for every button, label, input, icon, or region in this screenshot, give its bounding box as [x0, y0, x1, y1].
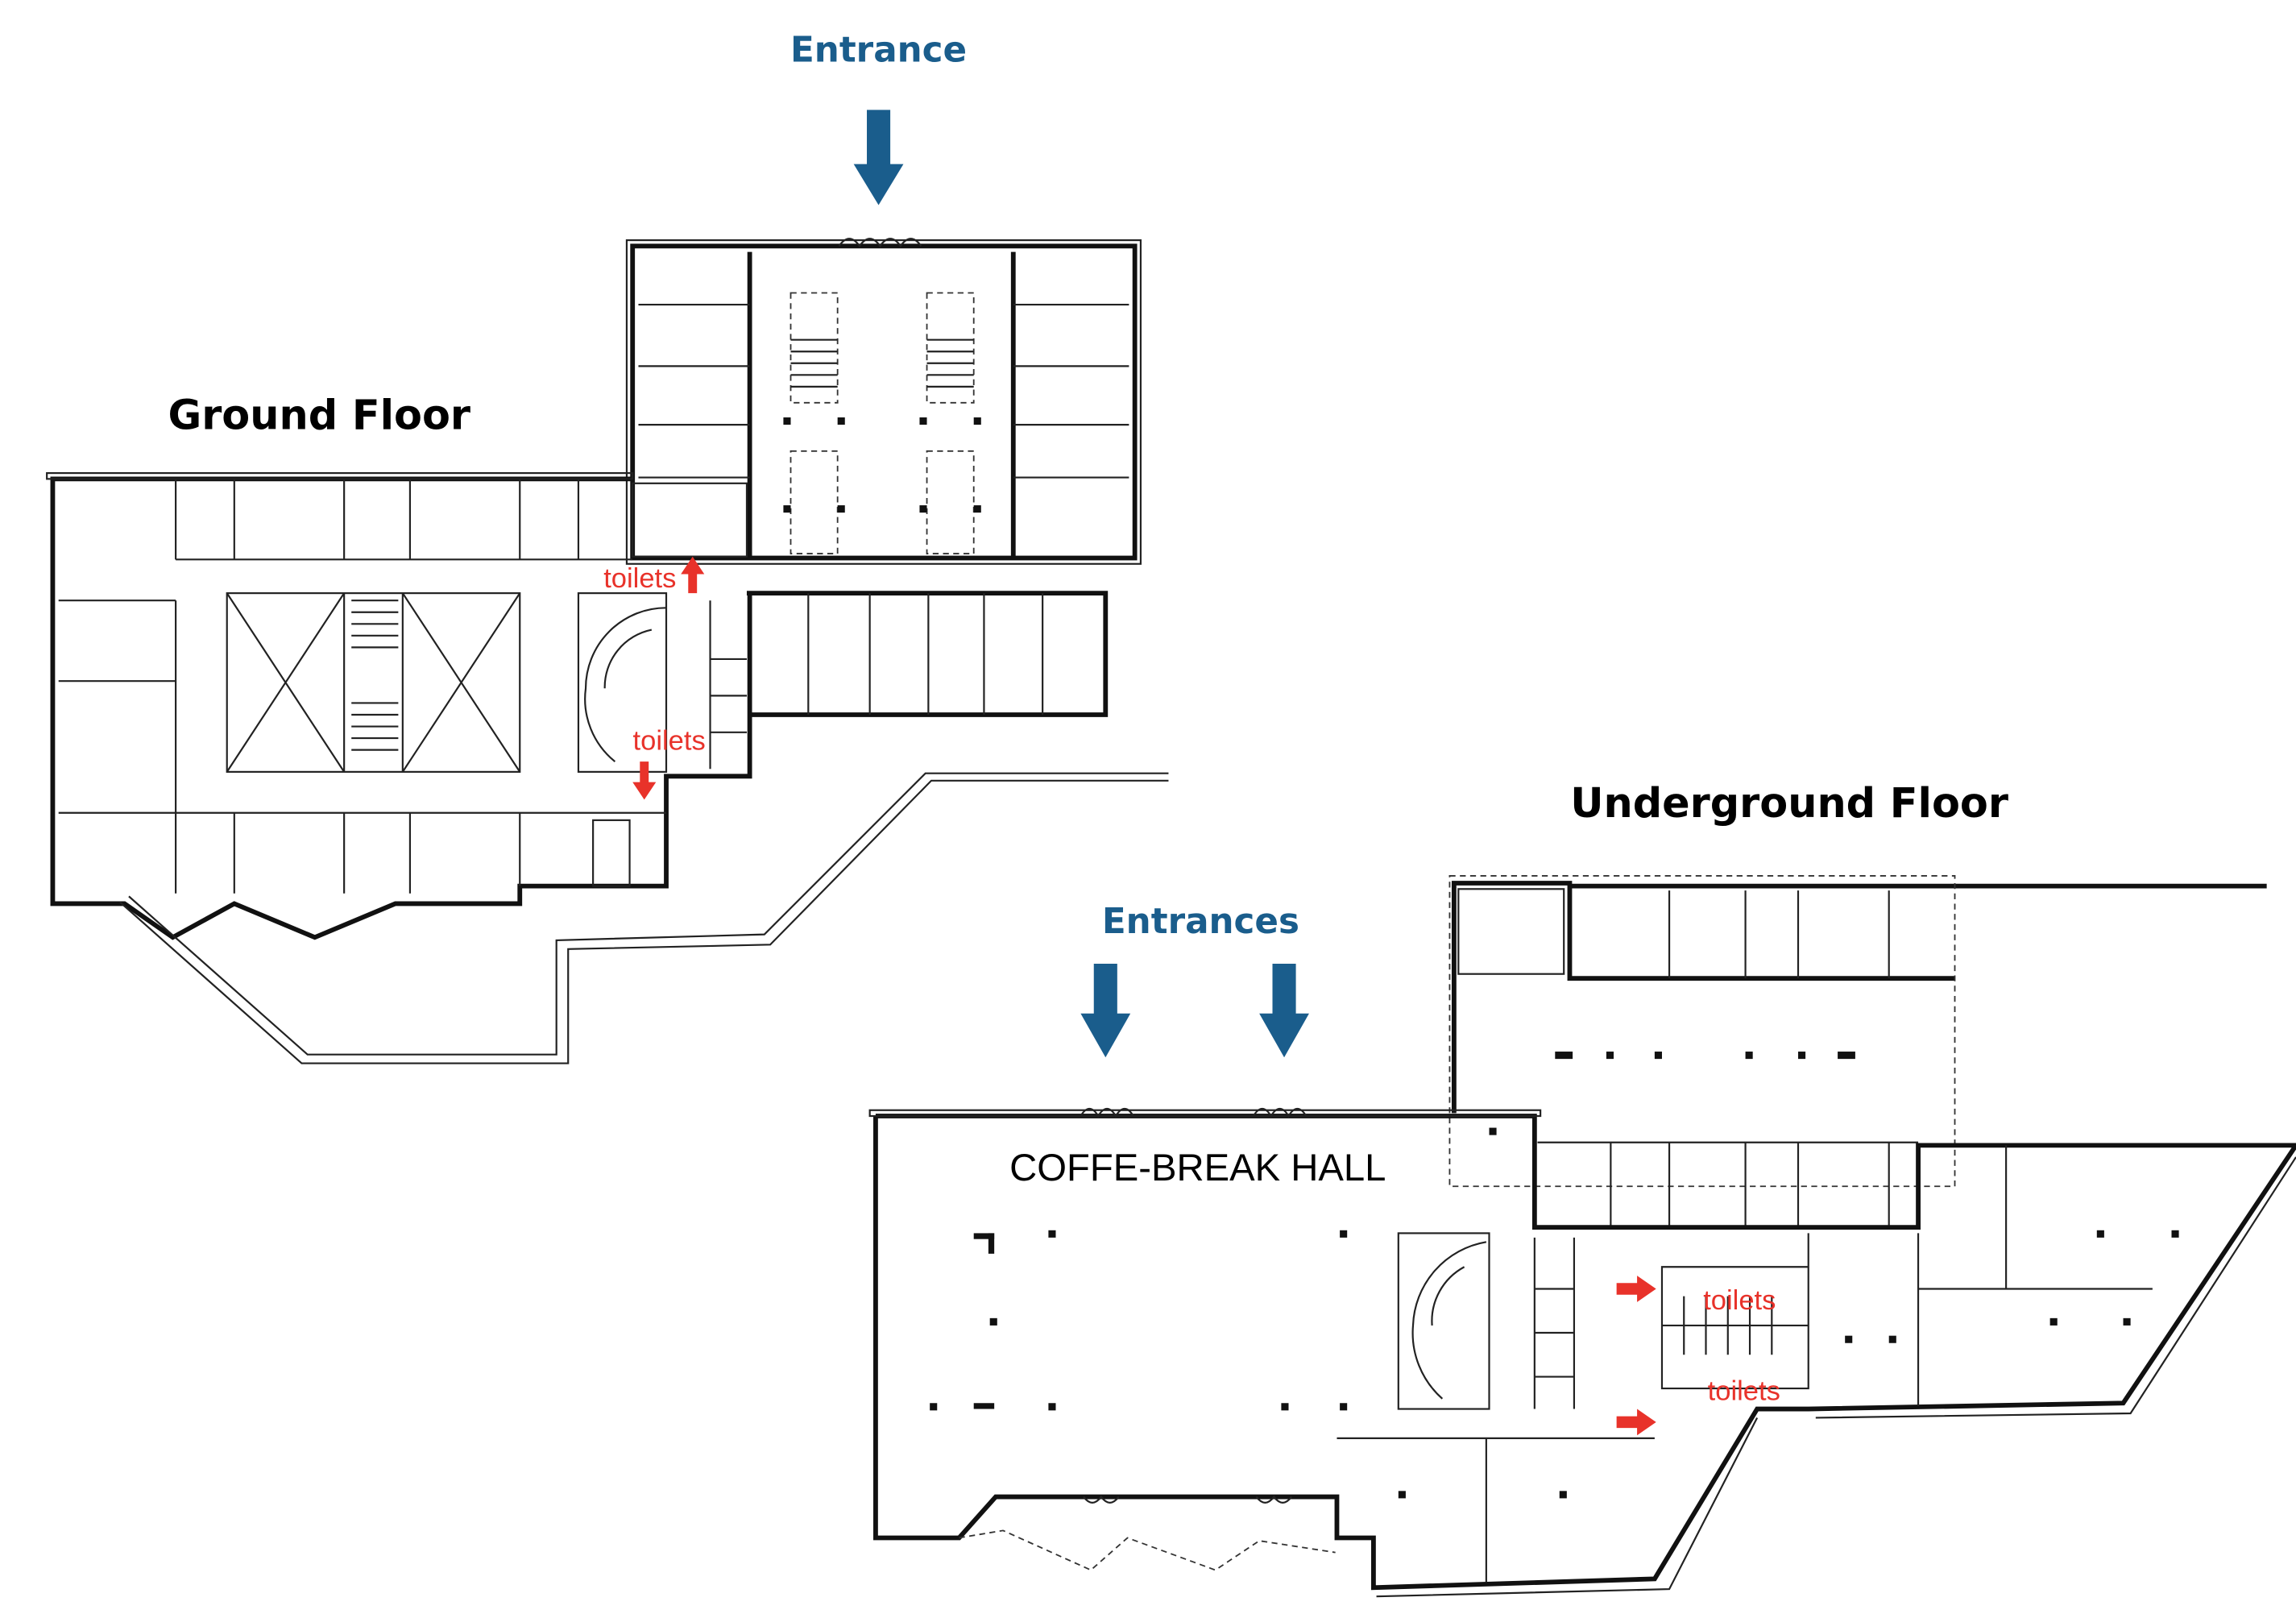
- arrow-down-icon: [853, 110, 904, 205]
- arrow-down-icon: [1259, 963, 1309, 1058]
- underground-toilets-label-north: toilets: [1703, 1285, 1776, 1316]
- underground-floor-plan: Underground Floor Entrances: [868, 780, 2296, 1598]
- arrow-down-icon: [632, 761, 657, 800]
- underground-toilets-label-south: toilets: [1708, 1376, 1780, 1407]
- arrow-right-icon: [1616, 1409, 1656, 1436]
- arrow-down-icon: [1080, 963, 1131, 1058]
- ground-toilets-label-north: toilets: [603, 563, 676, 594]
- underground-floor-title: Underground Floor: [1570, 780, 2008, 828]
- arrow-right-icon: [1616, 1276, 1656, 1302]
- underground-entrances-label: Entrances: [1102, 902, 1299, 942]
- ground-floor-plan: Ground Floor Entrance: [46, 30, 1169, 1064]
- ground-toilets-label-south: toilets: [633, 726, 706, 757]
- arrow-up-icon: [681, 556, 705, 594]
- coffee-break-hall-label: COFFE-BREAK HALL: [1009, 1147, 1386, 1189]
- ground-floor-title: Ground Floor: [168, 392, 470, 440]
- ground-entrance-label: Entrance: [790, 30, 967, 70]
